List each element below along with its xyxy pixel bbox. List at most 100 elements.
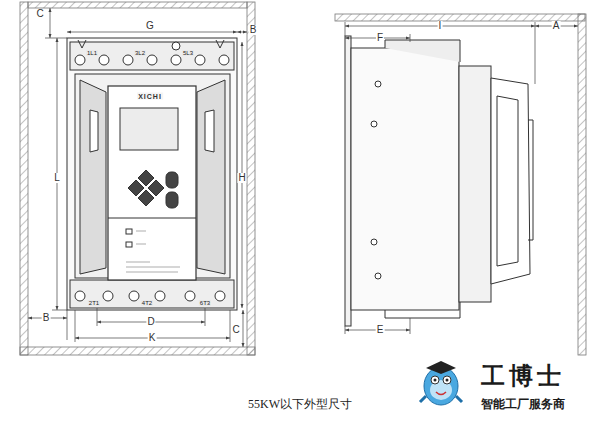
soft-starter-front <box>108 86 196 280</box>
soft-starter-front <box>185 291 195 301</box>
mascot-icon <box>426 361 456 374</box>
soft-starter-front <box>67 38 237 310</box>
soft-starter-side <box>345 36 351 326</box>
dimension-letter: F <box>376 33 384 43</box>
soft-starter-front <box>155 291 165 301</box>
soft-starter-front <box>120 108 178 150</box>
soft-starter-front <box>136 244 146 245</box>
soft-starter-front <box>126 272 178 273</box>
soft-starter-front <box>70 280 234 308</box>
soft-starter-side <box>385 296 460 318</box>
dimension-line <box>67 32 237 33</box>
wall-hatch <box>335 14 585 21</box>
terminal-label: 1L1 <box>86 50 98 56</box>
mascot-icon <box>420 396 462 402</box>
soft-starter-side <box>345 36 533 326</box>
soft-starter-side <box>459 66 491 302</box>
dimension-line <box>52 310 67 311</box>
soft-starter-side <box>497 96 518 266</box>
soft-starter-front <box>215 291 225 301</box>
dimension-letter: I <box>438 21 443 31</box>
soft-starter-side <box>491 78 530 284</box>
mascot-icon <box>434 379 437 382</box>
dimension-letter: G <box>145 21 155 31</box>
wall-hatch <box>20 347 255 355</box>
dimension-line <box>345 22 346 36</box>
dimension-letter: H <box>237 173 246 183</box>
dimension-line <box>243 310 244 347</box>
wall-hatch <box>28 2 247 8</box>
soft-starter-front <box>171 55 181 65</box>
brand-mark: XICHI <box>137 93 163 100</box>
soft-starter-side <box>351 48 459 310</box>
terminal-label: 4T2 <box>141 300 153 306</box>
dimension-letter: K <box>148 333 157 343</box>
wall-hatch <box>578 14 586 355</box>
soft-starter-side <box>533 120 534 240</box>
dimension-letter: C <box>35 9 44 19</box>
soft-starter-front <box>75 42 229 301</box>
soft-starter-front <box>108 218 196 219</box>
dimension-line <box>45 38 67 39</box>
soft-starter-front <box>75 291 85 301</box>
soft-starter-side <box>385 40 460 62</box>
soft-starter-front <box>195 55 205 65</box>
soft-starter-front <box>197 80 225 274</box>
dimension-letter: B <box>249 25 258 35</box>
soft-starter-front <box>103 291 113 301</box>
soft-starter-front <box>219 55 229 65</box>
dimension-letter: D <box>146 317 155 327</box>
soft-starter-front <box>126 229 132 234</box>
dimension-line <box>50 8 51 38</box>
soft-starter-front <box>166 192 178 208</box>
dimension-line <box>75 310 76 342</box>
mascot-icon <box>436 392 446 395</box>
wall-hatch <box>20 2 586 355</box>
terminal-label: 5L3 <box>182 50 194 56</box>
terminal-label: 6T3 <box>199 300 211 306</box>
soft-starter-front <box>126 267 180 268</box>
soft-starter-side <box>375 81 381 87</box>
soft-starter-front <box>70 42 234 70</box>
soft-starter-side <box>528 120 533 121</box>
soft-starter-front <box>78 40 224 48</box>
mascot-icon <box>431 376 439 384</box>
dimension-letter: L <box>53 173 61 183</box>
soft-starter-front <box>80 80 106 274</box>
watermark-slogan: 智能工厂服务商 <box>480 398 566 410</box>
dimension-letter: B <box>42 313 51 323</box>
dimension-letter: A <box>552 21 561 31</box>
dimension-line <box>410 318 411 334</box>
soft-starter-front <box>90 110 98 152</box>
dimension-line <box>97 308 98 326</box>
dimension-line <box>410 34 411 42</box>
soft-starter-side <box>371 239 377 245</box>
dimension-line <box>67 310 68 340</box>
wall-hatch <box>247 2 255 355</box>
terminal-label: 2T1 <box>88 300 100 306</box>
terminal-label: 3L2 <box>134 50 146 56</box>
dimension-line <box>28 8 247 347</box>
soft-starter-front <box>166 172 178 188</box>
wall-hatch <box>20 2 28 355</box>
dimension-line <box>237 32 247 33</box>
soft-starter-side <box>528 240 533 241</box>
dimension-letter: E <box>376 325 385 335</box>
soft-starter-front <box>147 55 157 65</box>
soft-starter-front <box>126 242 132 247</box>
soft-starter-side <box>375 273 381 279</box>
soft-starter-front <box>67 38 237 310</box>
soft-starter-front <box>75 55 85 65</box>
soft-starter-side <box>371 81 381 279</box>
soft-starter-front <box>129 291 139 301</box>
watermark-brand: 工博士 <box>480 364 566 388</box>
dimension-line <box>205 308 206 326</box>
soft-starter-front <box>126 262 150 263</box>
dimension-line <box>535 22 536 84</box>
mascot-icon <box>443 376 451 384</box>
soft-starter-front <box>205 110 214 152</box>
soft-starter-front <box>99 55 109 65</box>
caption: 55KW以下外型尺寸 <box>248 396 352 413</box>
